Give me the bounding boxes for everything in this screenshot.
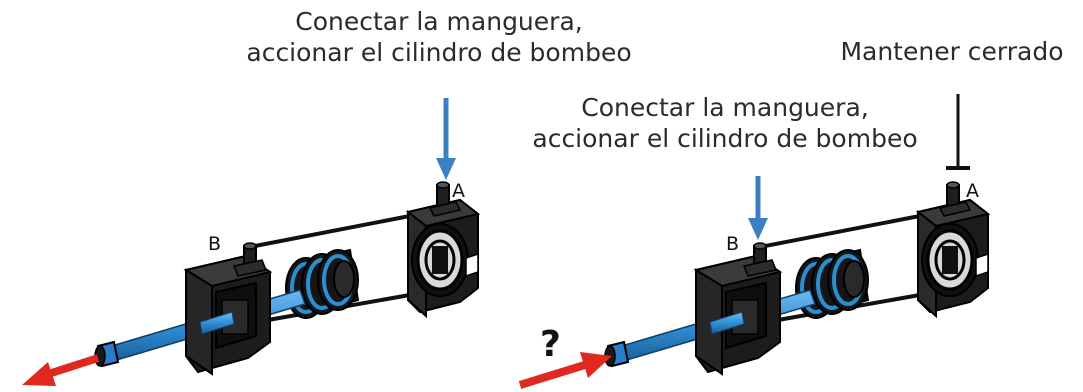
left-caption-line2: accionar el cilindro de bombeo [246, 38, 632, 68]
left-motion-arrow [22, 354, 100, 386]
left-cylinder-assembly [93, 180, 480, 376]
left-pressure-arrow [436, 98, 456, 180]
right-port-a-label: A [966, 180, 979, 202]
right-caption-line2: accionar el cilindro de bombeo [532, 124, 918, 154]
right-caption: Conectar la manguera, accionar el cilind… [500, 92, 950, 155]
right-cylinder-assembly [603, 180, 990, 376]
left-port-a-label: A [452, 180, 465, 202]
right-caption-line1: Conectar la manguera, [581, 93, 869, 122]
question-mark: ? [540, 324, 561, 365]
left-caption: Conectar la manguera, accionar el cilind… [214, 6, 664, 69]
right-closed-label: Mantener cerrado [840, 37, 1064, 66]
right-motion-arrow [518, 352, 612, 389]
right-port-b-label: B [726, 233, 740, 255]
keep-closed-marker [946, 94, 970, 170]
right-pressure-arrow [748, 176, 768, 240]
left-port-b-label: B [208, 233, 222, 255]
left-caption-line1: Conectar la manguera, [295, 7, 583, 36]
